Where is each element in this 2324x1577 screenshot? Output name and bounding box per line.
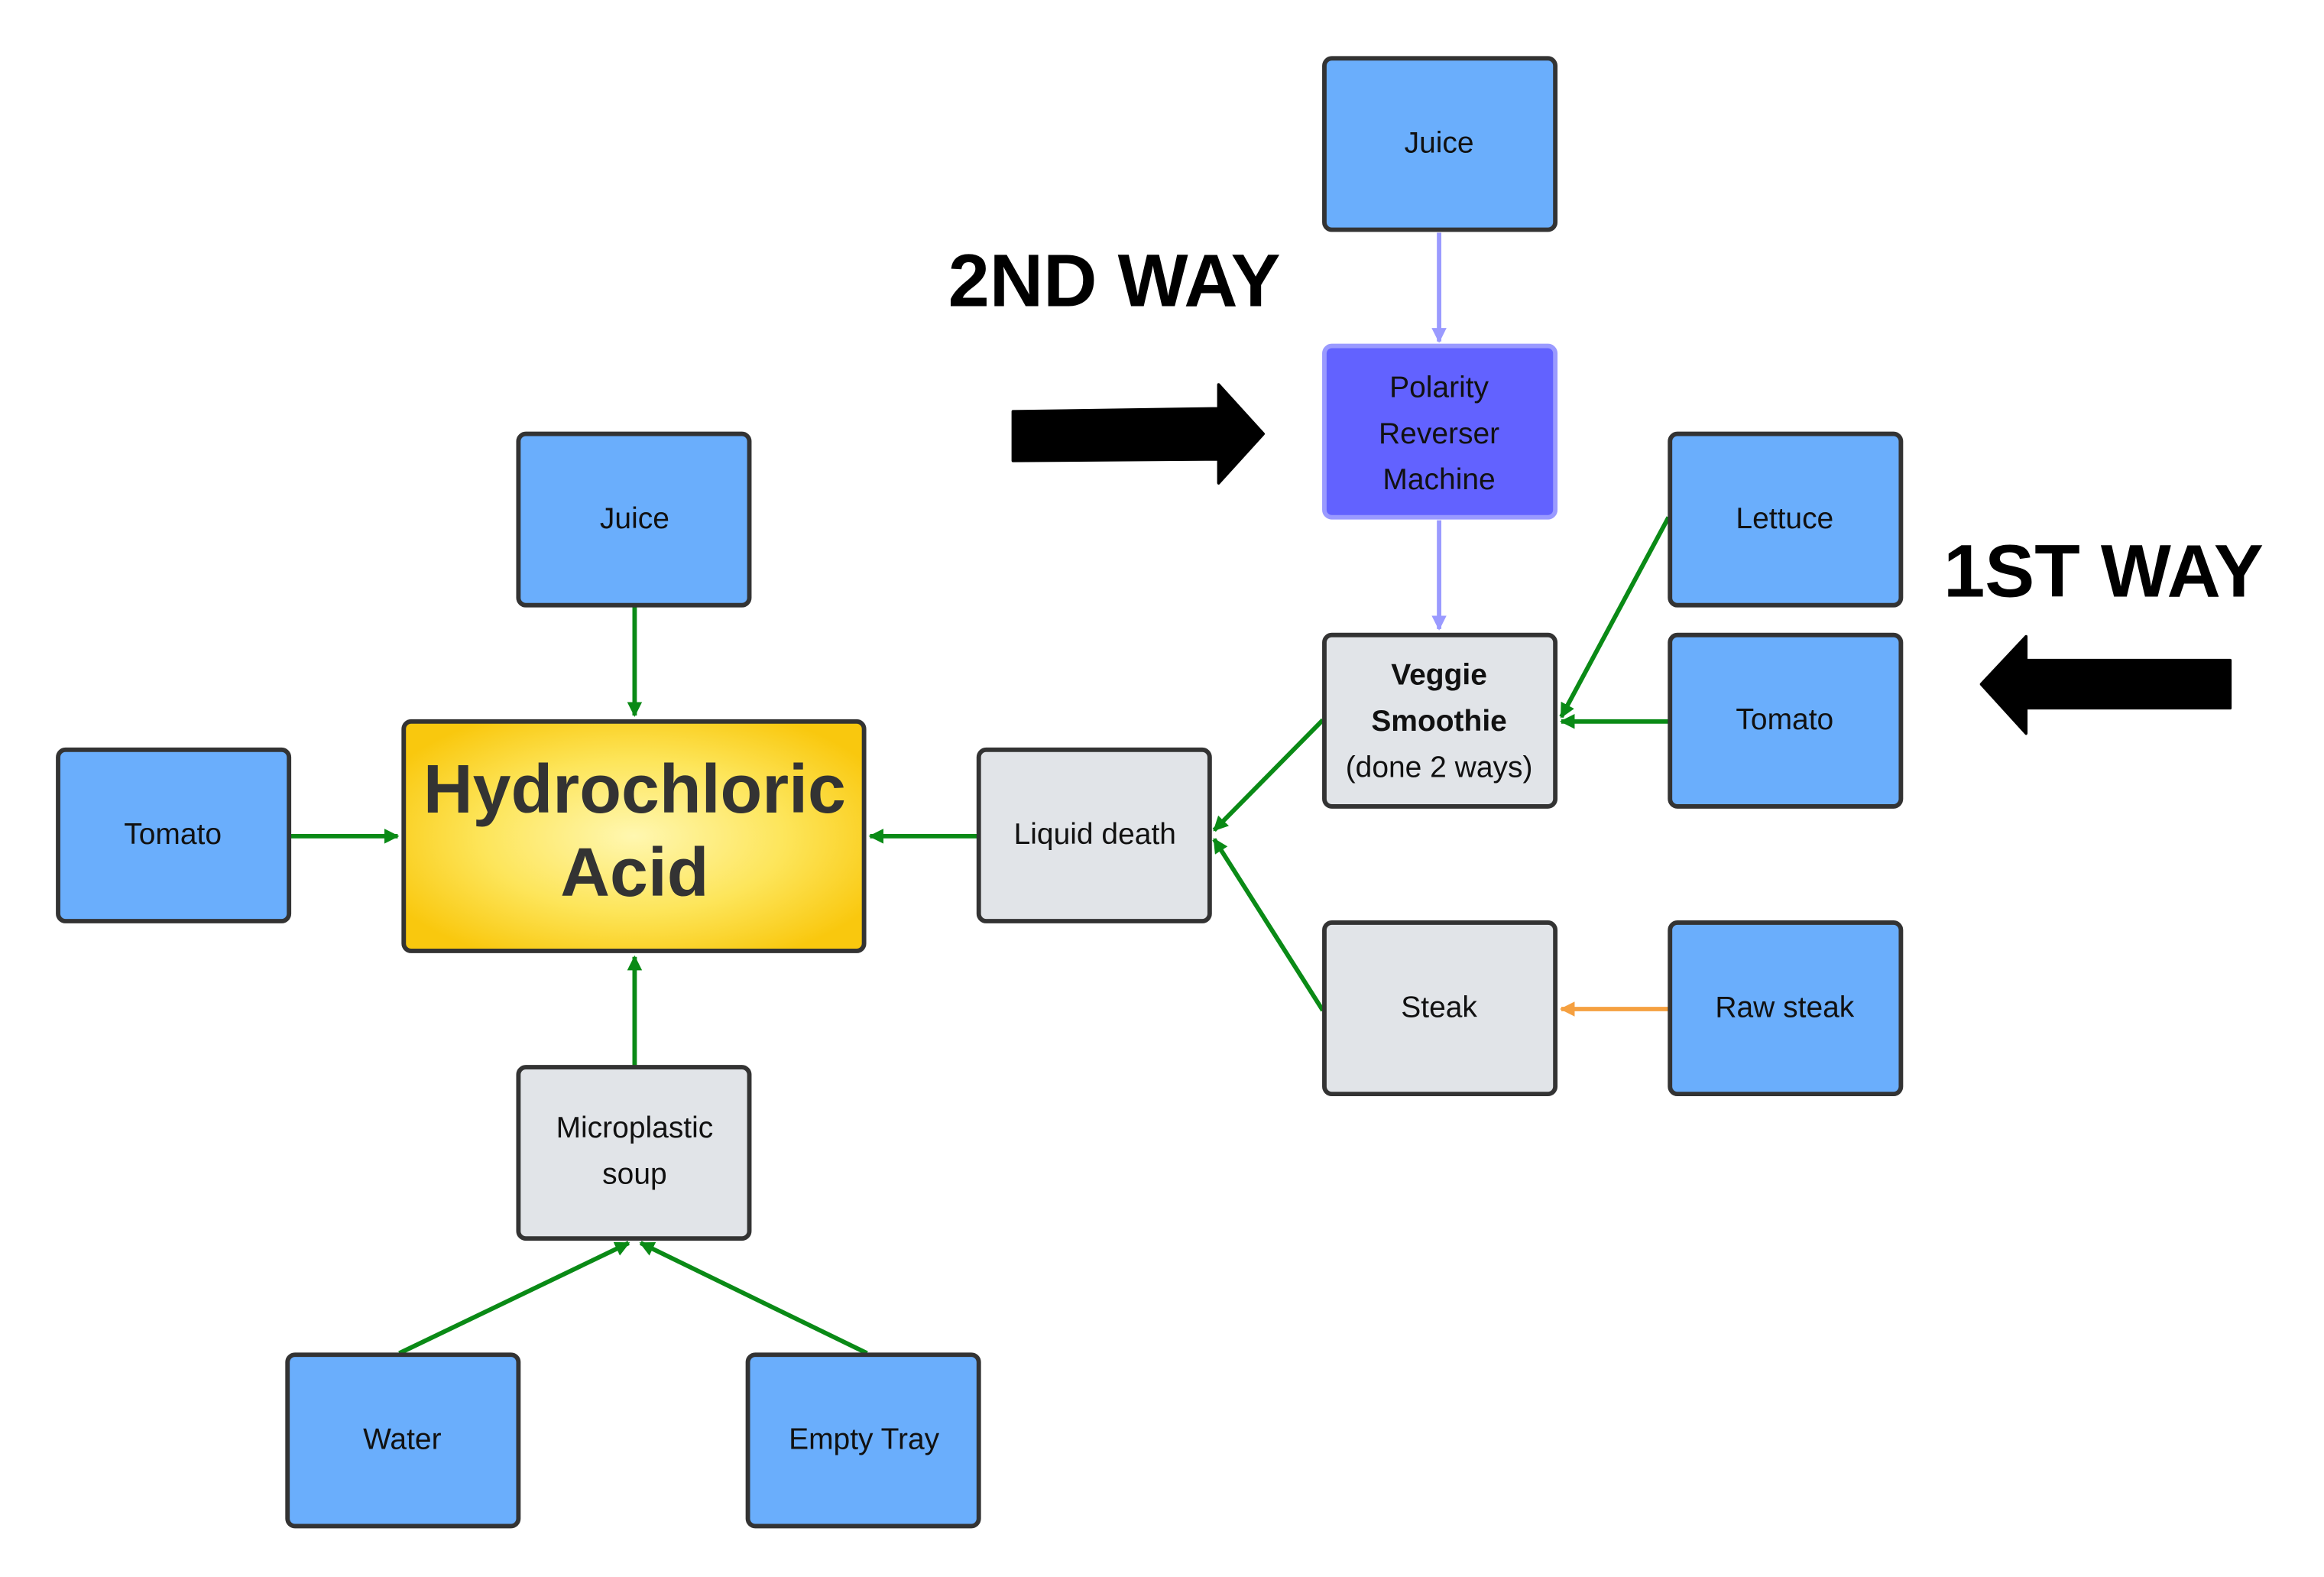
node-empty-tray[interactable]: Empty Tray	[745, 1352, 981, 1529]
edge-water-to-microplastic	[398, 1241, 630, 1355]
node-juice-top[interactable]: Juice	[1322, 56, 1558, 232]
node-label: Tomato	[1736, 703, 1833, 736]
edge-steak-to-liquid-death	[1212, 838, 1325, 1012]
edge-empty-tray-to-microplastic	[639, 1241, 868, 1355]
edge-lettuce-to-veggie	[1559, 516, 1671, 719]
second-way-label: 2ND WAY	[948, 238, 1281, 322]
node-raw-steak[interactable]: Raw steak	[1668, 920, 1904, 1097]
node-label: Smoothie	[1371, 705, 1507, 738]
node-hydrochloric-acid[interactable]: Hydrochloric Acid	[401, 719, 867, 953]
node-label: Steak	[1401, 991, 1477, 1024]
node-tomato-right[interactable]: Tomato	[1668, 632, 1904, 809]
node-water[interactable]: Water	[285, 1352, 521, 1529]
node-microplastic-soup[interactable]: Microplastic soup	[516, 1065, 752, 1241]
edges	[289, 232, 1671, 1355]
node-lettuce[interactable]: Lettuce	[1668, 431, 1904, 608]
node-steak[interactable]: Steak	[1322, 920, 1558, 1097]
node-label: Acid	[560, 835, 708, 911]
node-label: Microplastic	[556, 1111, 714, 1144]
node-label: Juice	[1405, 127, 1474, 160]
node-label: Hydrochloric	[423, 751, 846, 828]
node-label: Lettuce	[1736, 502, 1833, 535]
node-label: Machine	[1382, 463, 1495, 496]
node-label: Raw steak	[1715, 991, 1854, 1024]
node-juice-left[interactable]: Juice	[516, 431, 752, 608]
node-liquid-death[interactable]: Liquid death	[976, 747, 1212, 923]
node-label: Veggie	[1391, 659, 1487, 692]
left-arrow-icon	[1979, 634, 2232, 735]
node-label: (done 2 ways)	[1346, 751, 1533, 784]
first-way-label: 1ST WAY	[1943, 529, 2264, 612]
node-label: Juice	[600, 502, 669, 535]
node-label: Polarity	[1389, 371, 1489, 404]
node-label: Reverser	[1379, 417, 1499, 450]
node-label: Tomato	[124, 818, 222, 851]
node-label: Liquid death	[1014, 818, 1176, 851]
node-label: Water	[363, 1423, 442, 1456]
node-label: Empty Tray	[789, 1423, 940, 1456]
right-arrow-icon	[1011, 383, 1266, 485]
node-tomato-left[interactable]: Tomato	[56, 747, 292, 923]
node-veggie-smoothie[interactable]: Veggie Smoothie (done 2 ways)	[1322, 632, 1558, 809]
edge-veggie-to-liquid-death	[1212, 718, 1325, 832]
node-polarity-reverser-machine[interactable]: Polarity Reverser Machine	[1322, 343, 1558, 520]
node-label: soup	[602, 1158, 667, 1191]
